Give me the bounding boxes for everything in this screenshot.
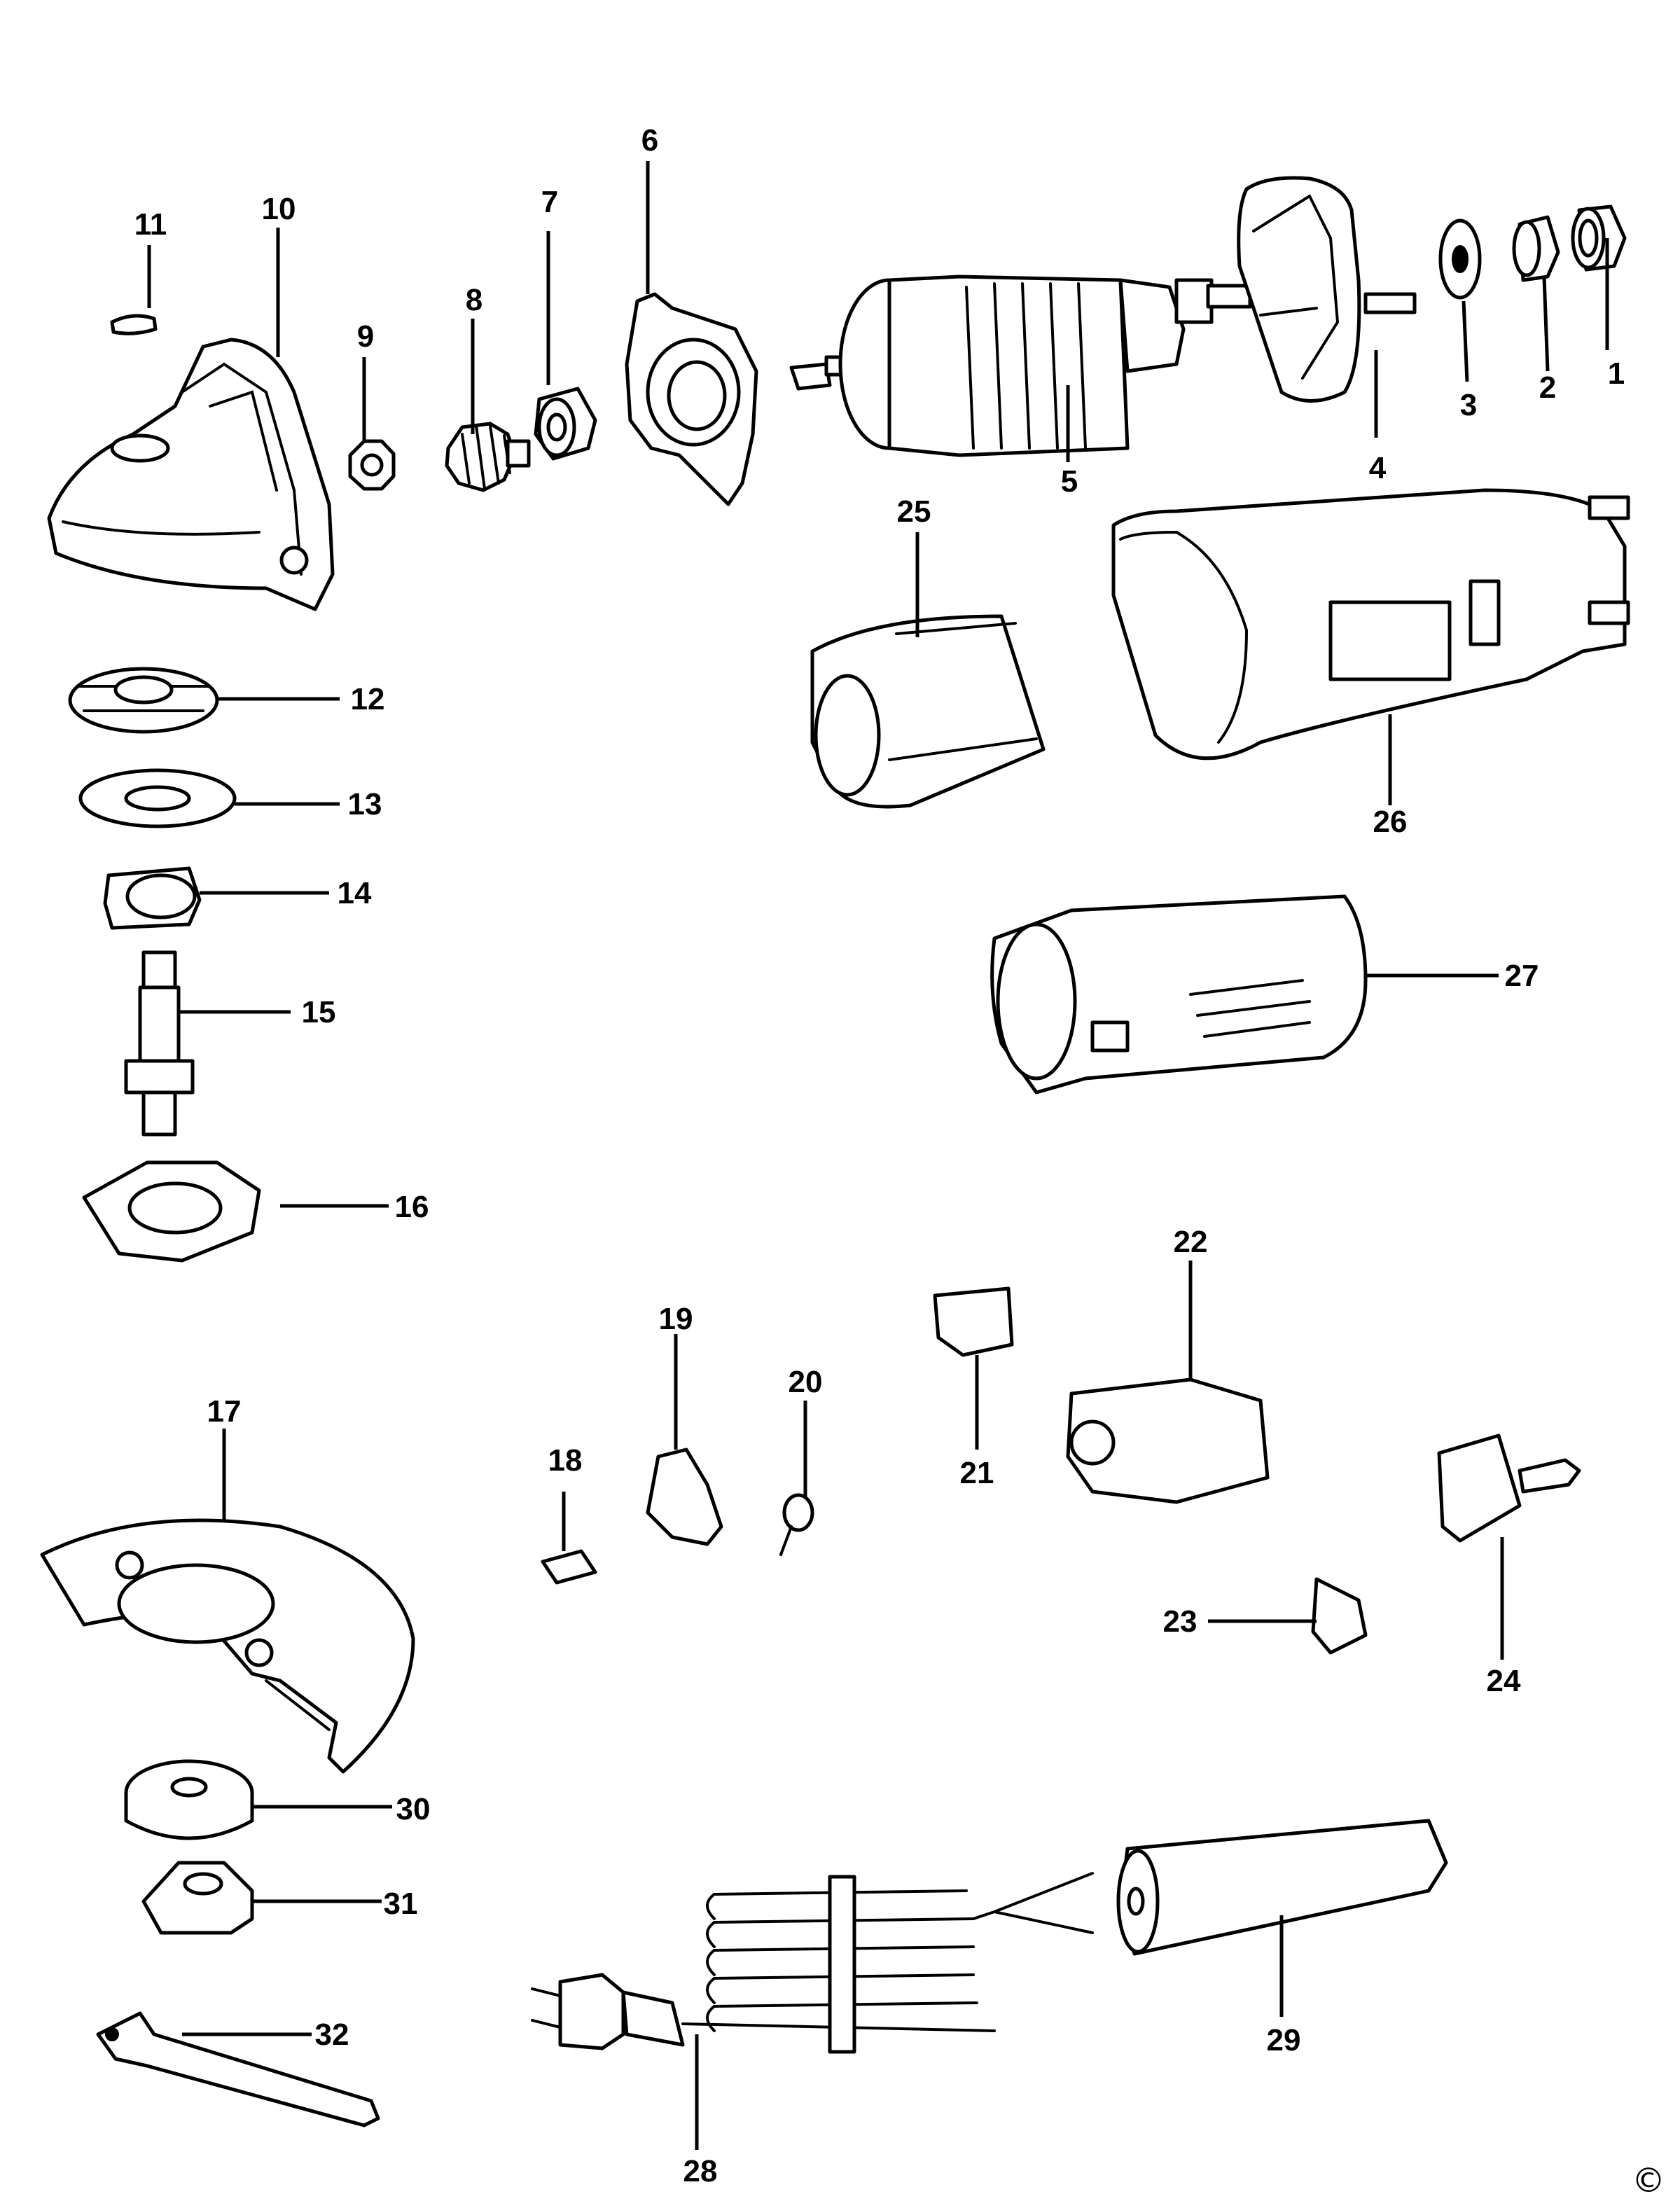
- callout-26: 26: [1373, 805, 1408, 839]
- callout-2: 2: [1539, 370, 1556, 405]
- callout-6: 6: [641, 123, 658, 158]
- callout-15: 15: [302, 995, 336, 1029]
- callout-19: 19: [659, 1302, 693, 1336]
- leader-lines: [147, 161, 1609, 2150]
- part-4-fan: [1237, 176, 1417, 403]
- part-15-spindle: [124, 950, 195, 1137]
- part-6-baffle-plate: [625, 292, 758, 506]
- part-1-bearing-sleeve: [1571, 204, 1627, 272]
- part-12-bevel-gear: [68, 667, 219, 734]
- part-30-flange: [124, 1759, 254, 1840]
- callout-18: 18: [548, 1443, 583, 1478]
- callout-4: 4: [1369, 451, 1387, 485]
- part-16-gear-case-cover: [82, 1160, 261, 1263]
- part-25-field: [810, 614, 1046, 809]
- part-8-pinion: [445, 422, 531, 492]
- part-5-armature: [789, 275, 1252, 457]
- callout-12: 12: [351, 682, 385, 716]
- callout-7: 7: [541, 185, 558, 219]
- callout-24: 24: [1487, 1664, 1521, 1698]
- part-9-nut: [348, 439, 396, 491]
- callout-13: 13: [348, 787, 382, 821]
- callout-21: 21: [960, 1456, 994, 1490]
- part-28-power-cord: [531, 1872, 1094, 2054]
- part-23-switch-actuator: [1311, 1577, 1368, 1655]
- part-7-bearing: [534, 387, 597, 461]
- part-19-brush-holder: [646, 1447, 723, 1546]
- callout-17: 17: [207, 1394, 242, 1429]
- callout-31: 31: [384, 1887, 418, 1921]
- callout-3: 3: [1460, 388, 1477, 422]
- part-21-cord-clamp: [933, 1286, 1014, 1357]
- callout-10: 10: [262, 192, 296, 226]
- callout-1: 1: [1608, 356, 1625, 391]
- part-32-spanner: [96, 2011, 380, 2127]
- part-14-bearing: [103, 866, 202, 930]
- part-27-handle-housing: [990, 894, 1368, 1095]
- part-17-guard: [40, 1518, 415, 1774]
- part-13-plate: [78, 768, 237, 828]
- callout-labels: 1 2 3 4 5 6 7 8 9 10 11 12 13 14 15 16 1…: [134, 123, 1625, 2188]
- part-11-key: [110, 314, 158, 335]
- part-31-lock-nut: [141, 1861, 254, 1935]
- callout-28: 28: [683, 2154, 718, 2188]
- part-3-washer: [1438, 218, 1482, 300]
- part-10-gear-housing: [47, 338, 335, 611]
- callout-20: 20: [789, 1365, 823, 1399]
- callout-22: 22: [1174, 1225, 1208, 1259]
- part-22-brush-box: [1066, 1377, 1270, 1504]
- part-26-motor-housing: [1111, 488, 1630, 761]
- callout-25: 25: [897, 494, 931, 529]
- part-18-brush: [541, 1549, 597, 1585]
- callout-23: 23: [1163, 1604, 1197, 1639]
- part-20-spring: [779, 1493, 814, 1556]
- part-24-toggle-switch: [1437, 1433, 1581, 1543]
- callout-29: 29: [1267, 2023, 1301, 2057]
- part-29-side-handle: [1116, 1819, 1448, 1956]
- callout-8: 8: [466, 283, 483, 317]
- callout-5: 5: [1061, 464, 1078, 499]
- copyright-mark: ©: [1632, 2161, 1665, 2200]
- callout-16: 16: [395, 1190, 429, 1224]
- callout-11: 11: [134, 207, 167, 242]
- callout-9: 9: [357, 319, 374, 354]
- callout-27: 27: [1505, 959, 1539, 993]
- part-2-bearing: [1512, 215, 1560, 282]
- callout-30: 30: [396, 1792, 431, 1826]
- callout-32: 32: [315, 2018, 349, 2052]
- callout-14: 14: [338, 876, 372, 910]
